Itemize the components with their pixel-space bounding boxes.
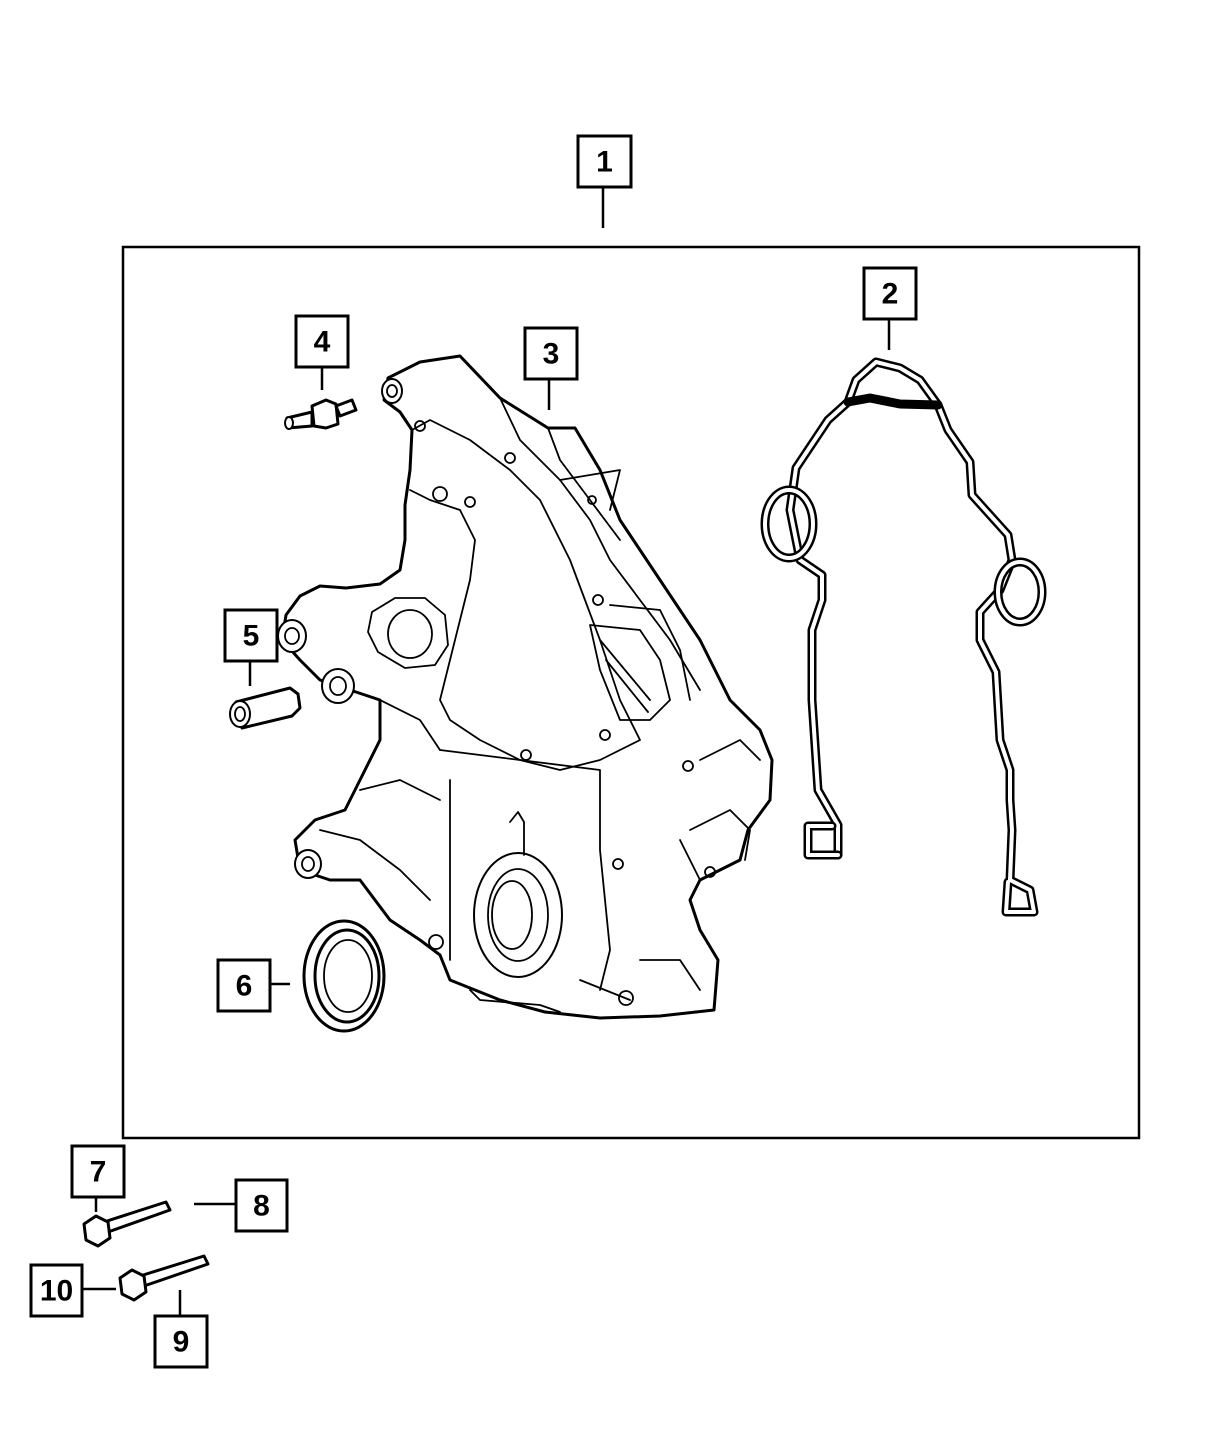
callout-8-label: 8	[253, 1190, 270, 1223]
callout-2-label: 2	[882, 278, 899, 311]
timing-cover-gasket	[760, 357, 1047, 917]
callout-4[interactable]: 4	[294, 314, 350, 369]
callout-4-label: 4	[314, 326, 331, 359]
callout-10[interactable]: 10	[29, 1263, 84, 1318]
crankshaft-seal	[302, 919, 386, 1033]
callout-9[interactable]: 9	[153, 1314, 209, 1369]
callout-10-label: 10	[40, 1275, 73, 1308]
bolt-short	[82, 1200, 172, 1248]
callout-9-label: 9	[173, 1326, 190, 1359]
callout-2[interactable]: 2	[862, 266, 918, 321]
bolt-long	[118, 1254, 210, 1302]
callout-1-label: 1	[596, 146, 613, 179]
callout-6-label: 6	[236, 970, 253, 1003]
assembly-frame	[121, 245, 1141, 1140]
callout-1[interactable]: 1	[576, 134, 633, 189]
callout-3[interactable]: 3	[523, 326, 579, 381]
callout-5[interactable]: 5	[223, 608, 279, 663]
timing-cover	[277, 354, 774, 1020]
callout-8[interactable]: 8	[234, 1178, 289, 1233]
callout-5-label: 5	[243, 620, 260, 653]
dowel-pin	[229, 686, 302, 730]
callout-3-label: 3	[543, 338, 560, 371]
callout-6[interactable]: 6	[216, 958, 272, 1013]
stud	[284, 398, 358, 430]
callout-7-label: 7	[90, 1156, 107, 1189]
callout-7[interactable]: 7	[70, 1144, 126, 1199]
